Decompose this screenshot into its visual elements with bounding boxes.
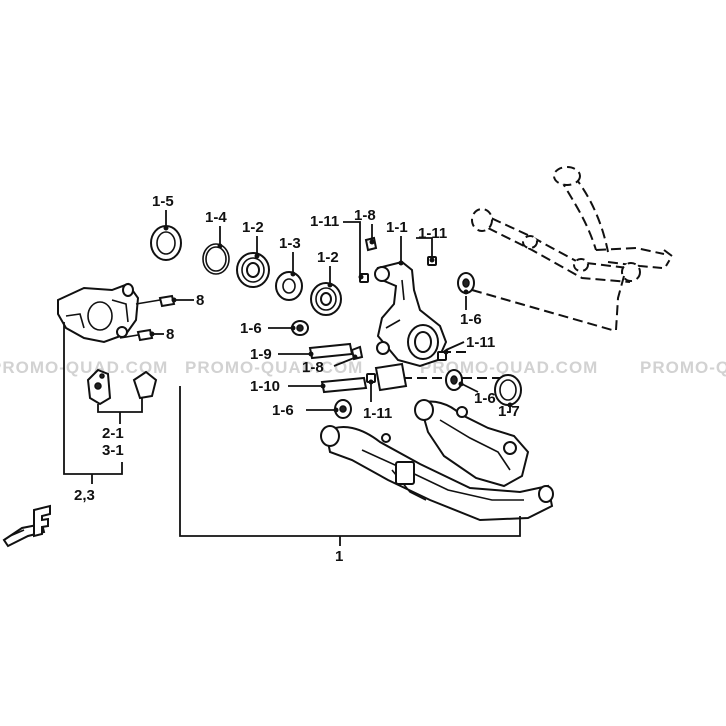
brake-pads bbox=[86, 368, 158, 406]
label-1-7: 1-7 bbox=[498, 403, 520, 420]
label-1-6-left: 1-6 bbox=[240, 320, 262, 337]
label-1-11-right: 1-11 bbox=[418, 225, 447, 242]
label-1-11-bottom: 1-11 bbox=[363, 405, 392, 422]
watermarks: PROMO-QUAD.COM PROMO-QUAD.COM PROMO-QUAD… bbox=[0, 358, 726, 377]
label-2-1: 2-1 bbox=[102, 425, 124, 442]
watermark-center-right: PROMO-QUAD.COM bbox=[420, 358, 598, 377]
label-1-6-lower: 1-6 bbox=[272, 402, 294, 419]
label-1-6-right-lower: 1-6 bbox=[474, 390, 496, 407]
part-labels: 1-5 1-4 1-2 1-3 1-2 1-11 1-8 1-1 1-11 8 … bbox=[74, 193, 520, 565]
label-1-2-left: 1-2 bbox=[242, 219, 264, 236]
lower-a-arm bbox=[320, 399, 554, 522]
watermark-center: PROMO-QUAD.COM bbox=[185, 358, 363, 377]
label-1-1: 1-1 bbox=[386, 219, 408, 236]
label-1-6-right-upper: 1-6 bbox=[460, 311, 482, 328]
knuckle bbox=[374, 260, 448, 368]
label-8-upper: 8 bbox=[196, 292, 204, 309]
label-1-3: 1-3 bbox=[279, 235, 301, 252]
label-3-1: 3-1 bbox=[102, 442, 124, 459]
label-1-11-mid-right: 1-11 bbox=[466, 334, 495, 351]
label-1-8-lower: 1-8 bbox=[302, 359, 324, 376]
bearings-and-seals bbox=[150, 225, 522, 419]
leader-dots bbox=[149, 225, 513, 413]
label-1-9: 1-9 bbox=[250, 346, 272, 363]
label-1-assembly: 1 bbox=[335, 548, 343, 565]
label-1-11-top: 1-11 bbox=[310, 213, 339, 230]
watermark-left: PROMO-QUAD.COM bbox=[0, 358, 168, 377]
leader-lines bbox=[63, 210, 521, 546]
label-1-4: 1-4 bbox=[205, 209, 227, 226]
label-1-2-right: 1-2 bbox=[317, 249, 339, 266]
label-1-10: 1-10 bbox=[250, 378, 280, 395]
brake-caliper bbox=[57, 282, 176, 344]
upper-a-arm-dashed bbox=[471, 166, 674, 331]
front-direction-arrow bbox=[2, 504, 51, 548]
label-1-8-top: 1-8 bbox=[354, 207, 376, 224]
label-8-lower: 8 bbox=[166, 326, 174, 343]
label-2-3: 2,3 bbox=[74, 487, 95, 504]
watermark-right: PROMO-QUAD.COM bbox=[640, 358, 726, 377]
label-1-5: 1-5 bbox=[152, 193, 174, 210]
